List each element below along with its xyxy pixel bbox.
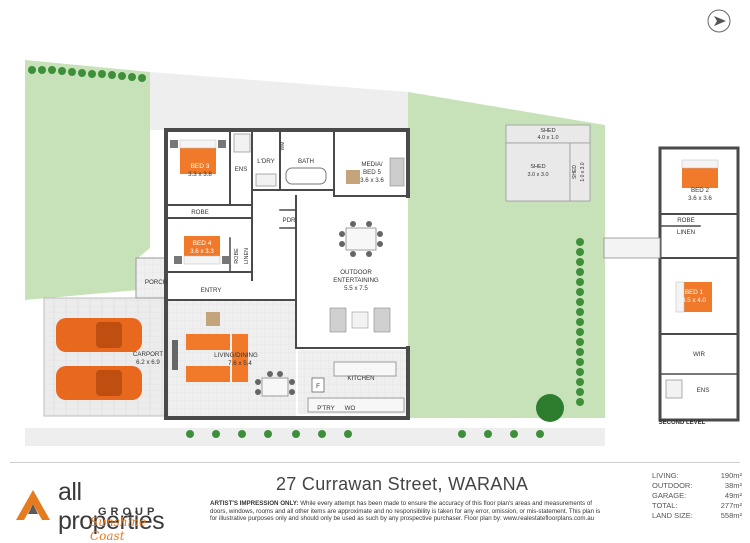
label-linen-bed4: LINEN	[244, 248, 250, 264]
label-media: MEDIA/	[361, 161, 383, 168]
label-wo: WO	[345, 405, 356, 412]
brand-logo: all properties GROUP Sunshine Coast	[14, 472, 184, 543]
disclaimer-lead: ARTIST'S IMPRESSION ONLY:	[210, 500, 299, 507]
brand-group: GROUP	[98, 506, 159, 518]
bed3-furniture	[170, 139, 226, 174]
outdoor-dining-set	[339, 221, 383, 257]
label-robe-bed4: ROBE	[234, 248, 240, 264]
label-shed-small: SHED	[540, 128, 555, 134]
outdoor-lounge	[329, 307, 391, 333]
label-bed2-dims: 3.6 x 3.6	[688, 195, 712, 202]
shed-side-rect	[569, 142, 591, 202]
fridge-box	[311, 377, 325, 393]
stat-outdoor: OUTDOOR:38m²	[652, 481, 742, 490]
car-bottom	[56, 366, 142, 400]
label-wm: WM	[280, 142, 286, 151]
disclaimer-text: While every attempt has been made to ens…	[210, 500, 601, 523]
label-porch: PORCH	[145, 279, 167, 286]
label-outdoor-dims: 5.5 x 7.5	[344, 285, 368, 292]
bed4-furniture	[174, 236, 230, 265]
stat-living: LIVING:190m²	[652, 471, 742, 480]
stat-land-size: LAND SIZE:558m²	[652, 511, 742, 520]
label-bed4-dims: 3.6 x 3.3	[190, 248, 214, 255]
label-bed4: BED 4	[193, 240, 212, 247]
stat-garage: GARAGE:49m²	[652, 491, 742, 500]
label-fridge: F	[316, 383, 320, 390]
stair-bridge	[603, 237, 661, 259]
stat-total: TOTAL:277m²	[652, 501, 742, 510]
hedge-front	[28, 66, 146, 82]
label-carport: CARPORT	[133, 351, 163, 358]
label-pdr: PDR	[282, 217, 296, 224]
label-linen-upper: LINEN	[677, 229, 695, 236]
shed-main-rect	[505, 142, 571, 202]
hedge-street	[186, 430, 544, 438]
brand-script: Sunshine Coast	[90, 515, 147, 543]
label-second-level: SECOND LEVEL	[659, 420, 706, 426]
label-shed-side-dims: 1.0 x 3.0	[580, 162, 586, 181]
label-media-2: BED 5	[363, 169, 381, 176]
label-robe-upper: ROBE	[677, 217, 695, 224]
footer-divider	[10, 462, 740, 463]
label-laundry: L'DRY	[257, 158, 275, 165]
label-bed2: BED 2	[691, 187, 709, 194]
front-lawn	[25, 60, 150, 300]
ens-upper-shower	[665, 379, 683, 399]
verge	[25, 428, 605, 446]
north-arrow-icon	[706, 8, 732, 34]
label-carport-dims: 6.2 x 6.9	[136, 359, 160, 366]
label-bed1-dims: 3.5 x 4.0	[682, 297, 706, 304]
hedge-side	[576, 238, 584, 406]
label-shed-side: SHED	[572, 165, 578, 179]
label-robe-left: ROBE	[191, 209, 209, 216]
label-wir: WIR	[693, 351, 706, 358]
label-kitchen: KITCHEN	[347, 375, 374, 382]
dining-set	[255, 371, 295, 397]
ens-shower	[233, 133, 251, 153]
label-entry: ENTRY	[201, 287, 222, 294]
media-sofa	[389, 157, 405, 187]
footer: all properties GROUP Sunshine Coast 27 C…	[0, 462, 750, 543]
label-bed1: BED 1	[685, 289, 703, 296]
label-outdoor: OUTDOOR	[340, 269, 372, 276]
label-media-dims: 3.6 x 3.6	[360, 177, 384, 184]
label-bed3: BED 3	[191, 163, 210, 170]
label-bed3-dims: 3.3 x 3.8	[188, 171, 212, 178]
kitchen-island	[333, 361, 397, 377]
label-bath: BATH	[298, 158, 314, 165]
laundry-bench	[255, 173, 277, 187]
label-shed-main-dims: 3.0 x 3.0	[527, 172, 548, 178]
label-living: LIVING/DINING	[214, 352, 258, 359]
bed2-furniture	[681, 159, 719, 188]
floor-plan: BED 3 3.3 x 3.8 ENS L'DRY WM BATH MEDIA/…	[25, 60, 740, 446]
label-shed-main: SHED	[530, 164, 545, 170]
label-pantry: P'TRY	[317, 405, 335, 412]
car-top	[56, 318, 142, 352]
area-stats: LIVING:190m² OUTDOOR:38m² GARAGE:49m² TO…	[652, 471, 742, 521]
property-address: 27 Currawan Street, WARANA	[276, 474, 529, 494]
living-sofas	[172, 312, 248, 382]
label-ens-upper: ENS	[697, 387, 710, 394]
disclaimer: ARTIST'S IMPRESSION ONLY: While every at…	[210, 500, 605, 523]
label-living-dims: 7.6 x 5.4	[228, 360, 252, 367]
bath-tub	[285, 167, 327, 185]
house-roof-logo-icon	[16, 490, 50, 520]
tree	[536, 394, 564, 422]
label-shed-small-dims: 4.0 x 1.0	[537, 135, 558, 141]
bed1-furniture	[675, 281, 712, 313]
kitchen-bench	[307, 397, 405, 413]
label-outdoor-2: ENTERTAINING	[333, 277, 379, 284]
label-ens: ENS	[235, 166, 248, 173]
media-chair	[346, 170, 360, 184]
driveway	[150, 72, 408, 130]
